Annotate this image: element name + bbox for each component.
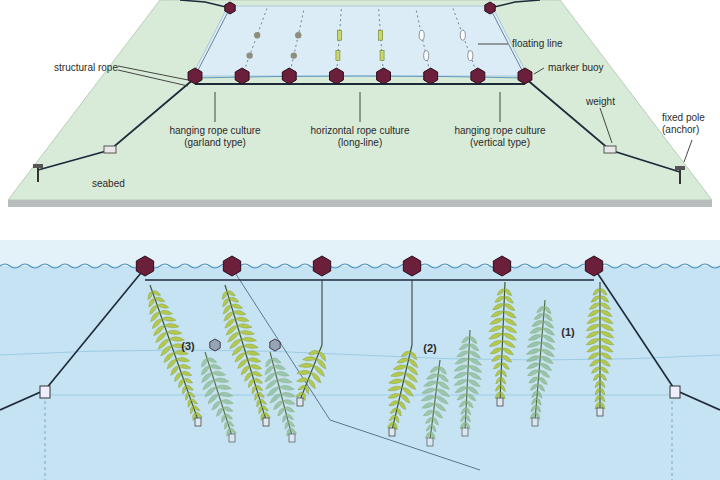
buoy [424, 68, 438, 84]
part-label: hanging rope culture (garland type) [155, 125, 275, 148]
floating-lines [195, 8, 525, 76]
water-surface [192, 6, 528, 76]
depth-marker [45, 395, 46, 480]
buoy [225, 2, 235, 14]
seabed-plane [8, 0, 712, 200]
depth-marker [672, 395, 673, 480]
marker-buoys [136, 256, 602, 351]
callout-number: (1) [556, 326, 580, 339]
buoy [210, 339, 220, 351]
weight [40, 386, 50, 398]
buoy [585, 256, 602, 276]
part-label: seabed [92, 178, 152, 190]
buoy [188, 68, 202, 84]
buoy [493, 256, 510, 276]
structural-rope [145, 279, 594, 281]
buoy [223, 256, 240, 276]
buoy [235, 68, 249, 84]
weight [670, 386, 680, 398]
weight [104, 146, 116, 153]
water [0, 240, 720, 480]
buoy [270, 339, 280, 351]
anchor-line [594, 268, 720, 410]
air [0, 240, 720, 266]
buoy [313, 256, 330, 276]
anchor-line [0, 268, 145, 410]
anchor-line [232, 268, 480, 470]
buoy [471, 68, 485, 84]
sea-surface [0, 264, 720, 268]
fixed-pole [33, 164, 685, 184]
anchor-line [180, 0, 230, 8]
part-label: floating line [512, 38, 592, 50]
seaweed [148, 280, 614, 446]
part-label: hanging rope culture (vertical type) [440, 125, 560, 148]
buoy [282, 68, 296, 84]
anchor-line [525, 78, 680, 172]
depth-line [45, 395, 672, 396]
buoy [136, 256, 153, 276]
anchor-line [490, 0, 540, 8]
seabed-edge [8, 200, 712, 207]
buoy [485, 2, 495, 14]
callout-number: (2) [418, 342, 442, 355]
buoy [377, 68, 391, 84]
part-label: structural rope [40, 62, 118, 74]
weight [604, 146, 616, 153]
structural-rope [195, 83, 525, 85]
part-label: horizontal rope culture (long-line) [300, 125, 420, 148]
buoy [403, 256, 420, 276]
part-label: fixed pole (anchor) [662, 112, 716, 135]
leader-line [118, 44, 692, 162]
marker-buoys [188, 2, 532, 84]
buoy [329, 68, 343, 84]
anchor-line [38, 78, 195, 170]
buoy [518, 68, 532, 84]
part-label: marker buoy [548, 62, 628, 74]
part-label: weight [586, 96, 636, 108]
callout-number: (3) [176, 340, 200, 353]
